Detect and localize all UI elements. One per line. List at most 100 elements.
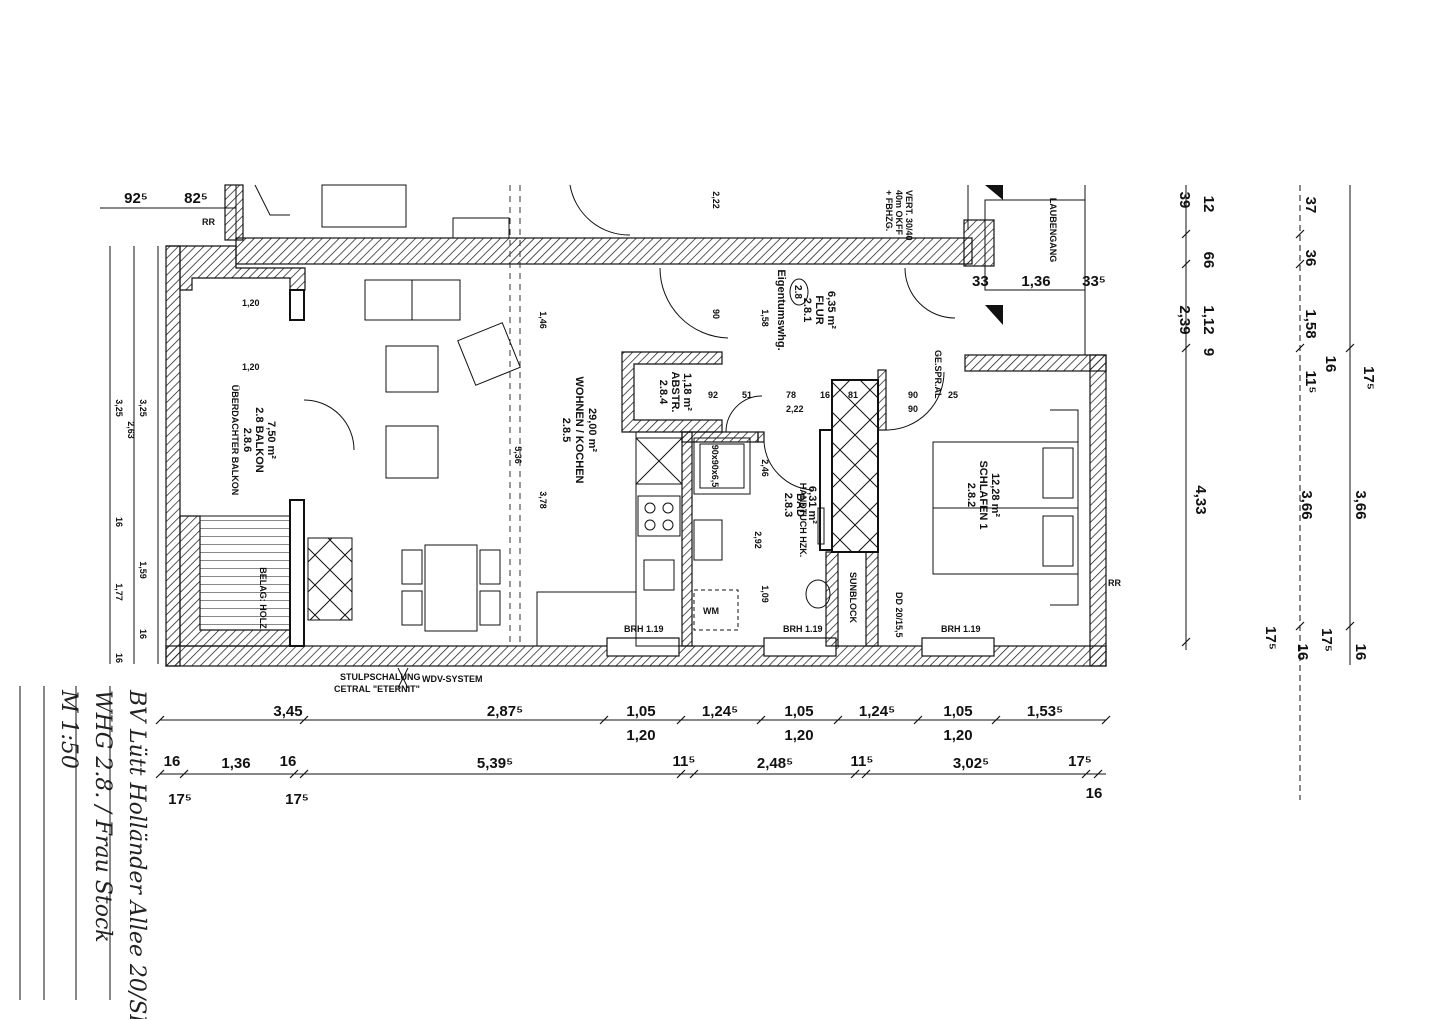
dim-int-15: 81 bbox=[848, 390, 858, 400]
dim-int-11: 1,09 bbox=[760, 585, 770, 603]
wohnen-name: WOHNEN / KOCHEN bbox=[573, 377, 585, 484]
dim-int-10: 90 bbox=[908, 390, 918, 400]
wohnen-area: 29,00 m² bbox=[586, 408, 598, 452]
dining-table bbox=[424, 544, 478, 632]
neighbour-wall-left bbox=[224, 184, 244, 241]
dim-ra-top2: 2,39 bbox=[1176, 305, 1193, 334]
rr-label-1: RR bbox=[202, 217, 215, 227]
dim-int-1: 1,46 bbox=[538, 311, 548, 329]
dim-int-2: 5,36 bbox=[513, 446, 523, 464]
sunblock-label: SUNBLOCK bbox=[848, 572, 858, 623]
dim-rc-2: 3,66 bbox=[1352, 490, 1369, 519]
abstr-door bbox=[725, 395, 763, 433]
balkon-door bbox=[303, 399, 355, 451]
flur-number: 2.8.1 bbox=[801, 298, 813, 322]
laubengang-label: LAUBENGANG bbox=[1048, 198, 1058, 263]
dim-balkon-d: 1,59 bbox=[138, 561, 148, 579]
dim-int-16: 25 bbox=[948, 390, 958, 400]
dim-rb-4: 16 bbox=[1322, 356, 1339, 373]
dim-ra-top: 39 bbox=[1176, 192, 1193, 209]
flur-area: 6,35 m² bbox=[825, 291, 837, 329]
dim-text: 16 bbox=[1086, 785, 1103, 802]
balkon-wall bbox=[289, 289, 305, 321]
dim-text: 1,24⁵ bbox=[859, 703, 895, 720]
dim-int-4: 2,22 bbox=[711, 191, 721, 209]
balkon-name: 2.8 BALKON bbox=[253, 407, 265, 472]
outer-wall-right bbox=[1089, 354, 1107, 667]
dim-text: 17⁵ bbox=[1068, 753, 1092, 770]
dim-rb-9: 16 bbox=[1294, 644, 1311, 661]
dim-ra-4: 9 bbox=[1200, 348, 1217, 356]
dim-text: 11⁵ bbox=[851, 753, 874, 770]
window-1 bbox=[606, 637, 680, 657]
dim-text: 1,05 bbox=[784, 703, 813, 720]
tv-table bbox=[385, 425, 439, 479]
dim-text: 1,20 bbox=[784, 727, 813, 744]
dim-balkon-a: 3,25 bbox=[114, 399, 124, 417]
gespr-label: GE.SPR.AL bbox=[933, 350, 943, 399]
dim-ra-5: 4,33 bbox=[1192, 485, 1209, 514]
dd-label: DD 20/15,5 bbox=[894, 592, 904, 638]
dim-rb-8: 17⁵ bbox=[1318, 628, 1335, 652]
schlafen-area: 12,28 m² bbox=[989, 473, 1001, 517]
dim-int-6: 90 bbox=[711, 309, 721, 319]
dim-text: 1,05 bbox=[626, 703, 655, 720]
brh-label-2: BRH 1.19 bbox=[783, 624, 823, 634]
dim-text: 1,20 bbox=[943, 727, 972, 744]
window-3 bbox=[921, 637, 995, 657]
shower bbox=[693, 437, 751, 495]
dim-top-2: 82⁵ bbox=[184, 190, 208, 207]
dims-bottom-row1: 3,45 2,87⁵ 1,05 1,24⁵ 1,05 1,24⁵ 1,05 1,… bbox=[273, 703, 1063, 744]
stulp-label: STULPSCHALUNG bbox=[340, 672, 421, 682]
dim-text: 1,36 bbox=[221, 755, 250, 772]
dim-int-17: 92 bbox=[708, 390, 718, 400]
balkon-number: 2.8.6 bbox=[241, 428, 253, 452]
abstr-name: ABSTR. bbox=[669, 372, 681, 413]
dim-rc-1: 17⁵ bbox=[1360, 366, 1377, 390]
dim-text: 3,02⁵ bbox=[953, 755, 989, 772]
wohnen-number: 2.8.5 bbox=[560, 418, 572, 442]
brh-label-3: BRH 1.19 bbox=[941, 624, 981, 634]
laubengang-wall bbox=[963, 219, 995, 267]
dim-text: 2,87⁵ bbox=[487, 703, 523, 720]
bad-area: 6,31 m² bbox=[806, 486, 818, 524]
dim-rb-6: 3,66 bbox=[1298, 490, 1315, 519]
dim-int-8: 2,22 bbox=[786, 404, 804, 414]
dim-text: 3,45 bbox=[273, 703, 302, 720]
handwriting-line2: WHG 2.8. / Frau Stock bbox=[90, 690, 115, 943]
rr-label-2: RR bbox=[1108, 578, 1121, 588]
shower-label: 90x90x6,5 bbox=[710, 445, 720, 488]
neighbour-fixture bbox=[321, 184, 407, 228]
balkon-note: ÜBERDACHTER BALKON bbox=[230, 385, 240, 496]
dim-rb-2: 36 bbox=[1302, 250, 1319, 267]
sideboard bbox=[307, 537, 353, 621]
unit-badge-text: 2.8 bbox=[792, 285, 803, 299]
dim-text: 1,20 bbox=[626, 727, 655, 744]
dimension-ticks bbox=[155, 229, 1355, 779]
dim-int-5: 1,58 bbox=[760, 309, 770, 327]
dim-int-9: 78 bbox=[786, 390, 796, 400]
dim-balkon-b: 3,25 bbox=[138, 399, 148, 417]
sink bbox=[693, 519, 723, 561]
handtuch-label: HANDTUCH HZK. bbox=[798, 483, 808, 558]
balkon-area: 7,50 m² bbox=[265, 421, 277, 459]
dim-ra-3: 1,12 bbox=[1200, 305, 1217, 334]
bad-name: BAD bbox=[794, 493, 806, 517]
dim-rb-1: 37 bbox=[1302, 197, 1319, 214]
dim-rb-7: 17⁵ bbox=[1262, 626, 1279, 650]
dim-text: 16 bbox=[164, 753, 181, 770]
brh-label-1: BRH 1.19 bbox=[624, 624, 664, 634]
dim-int-3: 3,78 bbox=[538, 491, 548, 509]
wm-label: WM bbox=[703, 606, 719, 616]
schlafen-name: SCHLAFEN 1 bbox=[977, 460, 989, 529]
bad-wall-right bbox=[825, 551, 839, 647]
dim-ra-1: 12 bbox=[1200, 196, 1217, 213]
schlafen-number: 2.8.2 bbox=[965, 483, 977, 507]
dim-lb-1: 33 bbox=[972, 273, 989, 290]
vert-label: VERT. 30/40 bbox=[904, 190, 914, 241]
bad-door bbox=[763, 441, 813, 491]
entrance-door bbox=[659, 267, 729, 339]
dim-rb-5: 11⁵ bbox=[1302, 371, 1319, 394]
dim-balkon-f: 1,20 bbox=[242, 298, 260, 308]
